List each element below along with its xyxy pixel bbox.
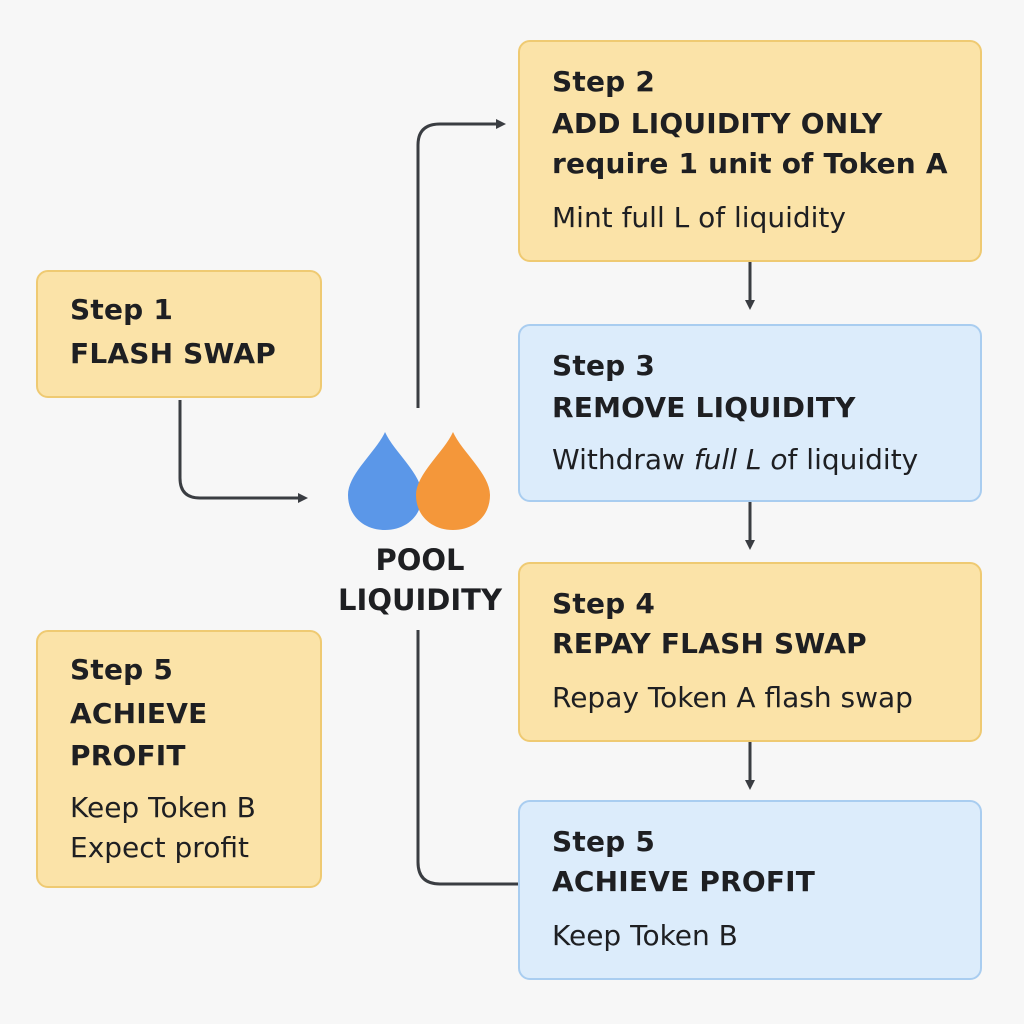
step4-box: Step 4 REPAY FLASH SWAP Repay Token A fl… (518, 562, 982, 742)
step1-box: Step 1 FLASH SWAP (36, 270, 322, 398)
left-step5-desc-line1: Keep Token B (70, 791, 256, 824)
left-step5-title-line1: ACHIEVE (70, 697, 208, 730)
step5-box: Step 5 ACHIEVE PROFIT Keep Token B (518, 800, 982, 980)
step3-desc-emphasis: full L o (693, 443, 788, 476)
step4-title: REPAY FLASH SWAP (552, 627, 867, 660)
left-step5-step-label: Step 5 (70, 653, 174, 686)
pool-label-line2: LIQUIDITY (338, 583, 502, 617)
step4-desc: Repay Token A flash swap (552, 681, 913, 714)
arrow-step1-to-pool (178, 400, 308, 503)
step2-title: ADD LIQUIDITY ONLY (552, 107, 883, 140)
step3-desc-post: f liquidity (787, 443, 919, 476)
step3-desc: Withdraw full L of liquidity (552, 446, 918, 474)
step2-box: Step 2 ADD LIQUIDITY ONLY require 1 unit… (518, 40, 982, 262)
step1-step-label: Step 1 (70, 293, 174, 326)
step3-box: Step 3 REMOVE LIQUIDITY Withdraw full L … (518, 324, 982, 502)
step2-subtitle: require 1 unit of Token A (552, 147, 948, 180)
left-step5-desc-line2: Expect profit (70, 831, 249, 864)
line-pool-to-step5 (416, 630, 520, 886)
step5-step-label: Step 5 (552, 825, 656, 858)
step3-desc-pre: Withdraw (552, 443, 694, 476)
step1-title: FLASH SWAP (70, 337, 276, 370)
step4-step-label: Step 4 (552, 587, 656, 620)
liquidity-drop-blue-icon (348, 432, 422, 530)
step5-desc: Keep Token B (552, 919, 738, 952)
left-step5-title-line2: PROFIT (70, 739, 186, 772)
step3-step-label: Step 3 (552, 349, 656, 382)
arrow-pool-to-step2 (416, 119, 506, 408)
step2-desc: Mint full L of liquidity (552, 201, 846, 234)
pool-liquidity-label: POOL LIQUIDITY (320, 540, 520, 620)
pool-label-line1: POOL (375, 543, 465, 577)
step2-step-label: Step 2 (552, 65, 656, 98)
liquidity-drop-orange-icon (416, 432, 490, 530)
step5-title: ACHIEVE PROFIT (552, 865, 816, 898)
left-step5-box: Step 5 ACHIEVE PROFIT Keep Token B Expec… (36, 630, 322, 888)
step3-title: REMOVE LIQUIDITY (552, 391, 856, 424)
